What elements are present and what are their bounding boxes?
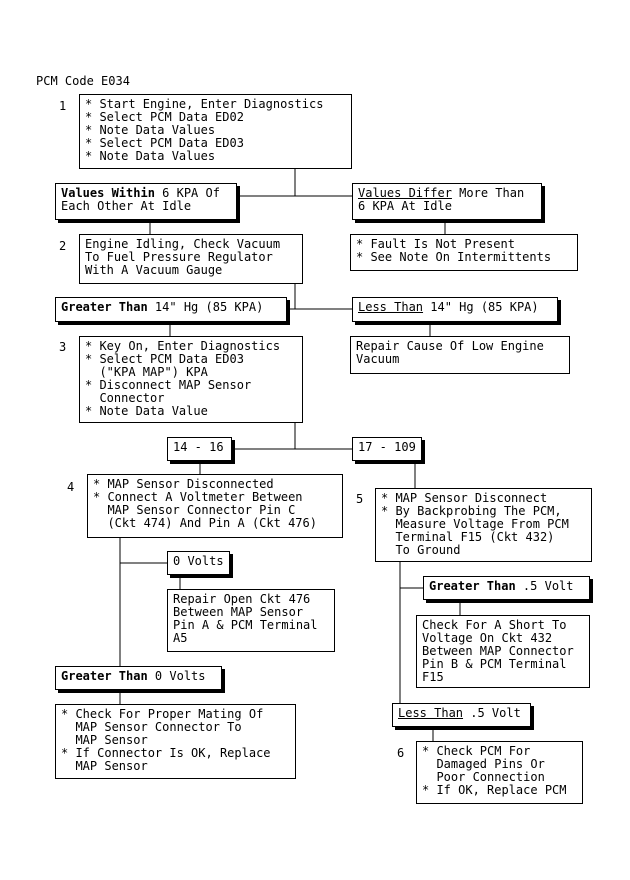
zero-volts-box: 0 Volts xyxy=(167,551,230,575)
less-than-14-text: 14" Hg (85 KPA) xyxy=(423,300,539,314)
page-title: PCM Code E034 xyxy=(36,74,130,88)
check-short-ckt-432-box: Check For A Short To Voltage On Ckt 432 … xyxy=(416,615,590,688)
values-differ-label: Values Differ xyxy=(358,186,452,200)
step-number-4: 4 xyxy=(67,480,75,494)
check-mating-box: * Check For Proper Mating Of MAP Sensor … xyxy=(55,704,296,779)
step-number-5: 5 xyxy=(356,492,364,506)
less-than-14-label: Less Than xyxy=(358,300,424,314)
greater-than-0-volts-box: Greater Than 0 Volts xyxy=(55,666,222,690)
step-number-2: 2 xyxy=(59,239,67,253)
step-5-box: * MAP Sensor Disconnect * By Backprobing… xyxy=(375,488,592,562)
step-2-box: Engine Idling, Check Vacuum To Fuel Pres… xyxy=(79,234,303,284)
repair-ckt-476-box: Repair Open Ckt 476 Between MAP Sensor P… xyxy=(167,589,335,652)
step-3-box: * Key On, Enter Diagnostics * Select PCM… xyxy=(79,336,303,423)
less-than-14-box: Less Than 14" Hg (85 KPA) xyxy=(352,297,558,322)
greater-than-14-text: 14" Hg (85 KPA) xyxy=(147,300,264,314)
greater-than-0-volts-text: 0 Volts xyxy=(147,669,206,683)
step-1-box: * Start Engine, Enter Diagnostics * Sele… xyxy=(79,94,352,169)
range-17-109-box: 17 - 109 xyxy=(352,437,422,461)
step-6-box: * Check PCM For Damaged Pins Or Poor Con… xyxy=(416,741,583,804)
greater-than-14-box: Greater Than 14" Hg (85 KPA) xyxy=(55,297,287,322)
step-4-box: * MAP Sensor Disconnected * Connect A Vo… xyxy=(87,474,343,538)
values-within-label: Values Within xyxy=(61,186,155,200)
greater-than-0-volts-label: Greater Than xyxy=(61,669,148,683)
less-than-0-5-label: Less Than xyxy=(398,706,464,720)
greater-than-0-5-text: .5 Volt xyxy=(515,579,574,593)
step-number-3: 3 xyxy=(59,340,67,354)
greater-than-0-5-box: Greater Than .5 Volt xyxy=(423,576,590,600)
step-number-1: 1 xyxy=(59,99,67,113)
less-than-0-5-box: Less Than .5 Volt xyxy=(392,703,531,727)
values-differ-box: Values Differ More Than 6 KPA At Idle xyxy=(352,183,542,220)
step-number-6: 6 xyxy=(397,746,405,760)
less-than-0-5-text: .5 Volt xyxy=(463,706,521,720)
values-differ-text: More Than 6 KPA At Idle xyxy=(358,186,525,213)
values-within-text: 6 KPA Of Each Other At Idle xyxy=(61,186,220,213)
values-within-box: Values Within 6 KPA Of Each Other At Idl… xyxy=(55,183,237,220)
greater-than-14-label: Greater Than xyxy=(61,300,148,314)
repair-vacuum-box: Repair Cause Of Low Engine Vacuum xyxy=(350,336,570,374)
range-14-16-box: 14 - 16 xyxy=(167,437,232,461)
fault-not-present-box: * Fault Is Not Present * See Note On Int… xyxy=(350,234,578,271)
greater-than-0-5-label: Greater Than xyxy=(429,579,516,593)
